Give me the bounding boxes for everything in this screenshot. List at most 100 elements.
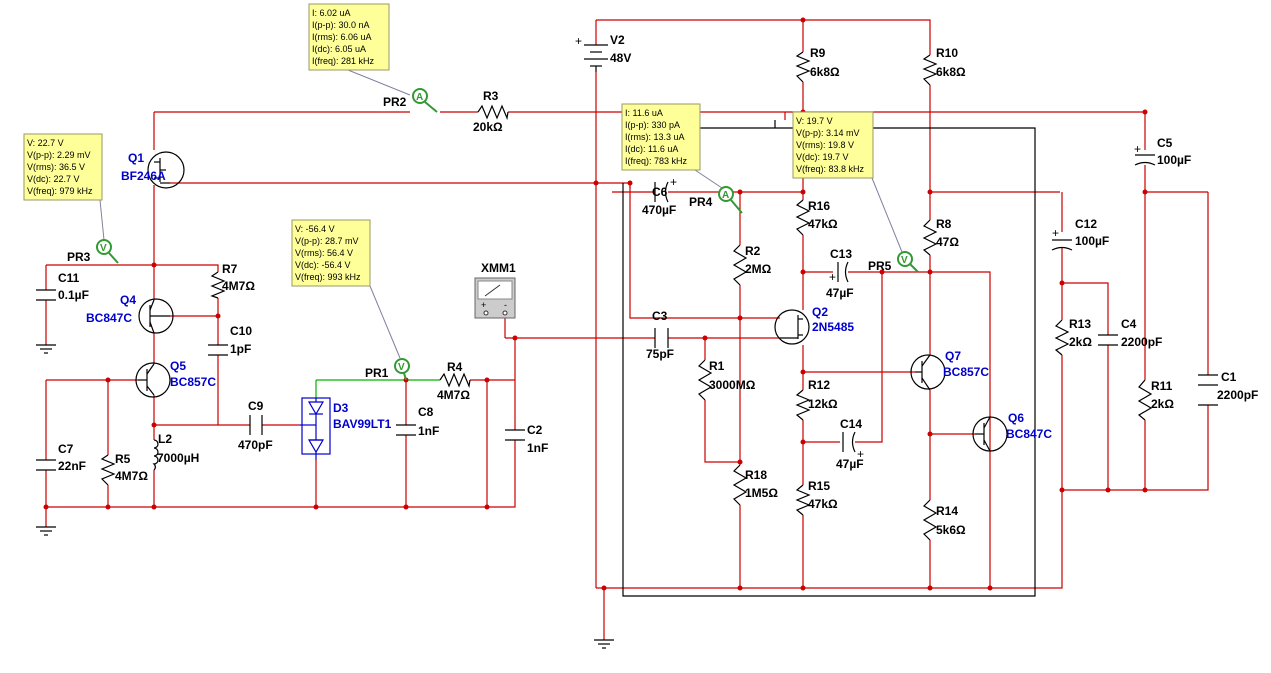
svg-text:I(dc): 6.05 uA: I(dc): 6.05 uA <box>312 44 366 54</box>
resistor-r9[interactable]: R9 6k8Ω <box>795 46 840 83</box>
svg-text:C8: C8 <box>418 405 434 419</box>
svg-text:R9: R9 <box>810 46 826 60</box>
svg-text:1nF: 1nF <box>418 424 439 438</box>
svg-text:V(freq): 979 kHz: V(freq): 979 kHz <box>27 186 93 196</box>
battery-v2[interactable]: + V2 48V <box>575 33 631 72</box>
capacitor-c7[interactable]: C7 22nF <box>36 442 86 473</box>
svg-text:47µF: 47µF <box>826 286 854 300</box>
resistor-r16[interactable]: R16 47kΩ <box>795 199 838 236</box>
svg-text:R13: R13 <box>1069 317 1091 331</box>
svg-text:4M7Ω: 4M7Ω <box>115 469 148 483</box>
svg-text:BC857C: BC857C <box>943 365 989 379</box>
capacitor-c14[interactable]: + C14 47µF <box>836 417 864 471</box>
capacitor-c4[interactable]: C4 2200pF <box>1098 317 1162 349</box>
svg-text:47Ω: 47Ω <box>936 235 959 249</box>
svg-text:5k6Ω: 5k6Ω <box>936 523 966 537</box>
capacitor-c9[interactable]: C9 470pF <box>238 399 273 452</box>
resistor-r2[interactable]: R2 2MΩ <box>732 244 772 286</box>
svg-text:2200pF: 2200pF <box>1217 388 1258 402</box>
svg-text:V(dc): 22.7 V: V(dc): 22.7 V <box>27 174 80 184</box>
resistor-r11[interactable]: R11 2kΩ <box>1137 379 1174 421</box>
svg-text:V: 22.7 V: V: 22.7 V <box>27 138 64 148</box>
inductor-l2[interactable]: L2 7000µH <box>152 432 199 471</box>
resistor-r1[interactable]: R1 3000MΩ <box>697 359 756 401</box>
svg-text:L2: L2 <box>158 432 172 446</box>
capacitor-c10[interactable]: C10 1pF <box>208 324 252 356</box>
probe-pr4[interactable]: I: 11.6 uA I(p-p): 330 pA I(rms): 13.3 u… <box>621 103 743 214</box>
svg-text:I(rms): 6.06 uA: I(rms): 6.06 uA <box>312 32 372 42</box>
svg-text:R16: R16 <box>808 199 830 213</box>
capacitor-c3[interactable]: C3 75pF <box>646 309 674 361</box>
jfet-q2[interactable]: Q2 2N5485 <box>774 305 854 345</box>
capacitor-c5[interactable]: + C5 100µF <box>1134 136 1191 167</box>
svg-text:Q7: Q7 <box>945 349 961 363</box>
probe-pr3[interactable]: V: 22.7 V V(p-p): 2.29 mV V(rms): 36.5 V… <box>23 133 119 264</box>
svg-text:I: 6.02 uA: I: 6.02 uA <box>312 8 351 18</box>
resistor-r8[interactable]: R8 47Ω <box>922 217 959 256</box>
diode-d3[interactable]: D3 BAV99LT1 <box>300 397 392 460</box>
svg-text:100µF: 100µF <box>1075 234 1109 248</box>
voltage-probe-icon: V <box>96 239 119 264</box>
svg-text:BC847C: BC847C <box>1006 427 1052 441</box>
svg-text:R5: R5 <box>115 452 131 466</box>
svg-text:PR5: PR5 <box>868 259 892 273</box>
svg-text:470µF: 470µF <box>642 203 676 217</box>
svg-text:+: + <box>1134 142 1141 156</box>
capacitor-c11[interactable]: C11 0.1µF <box>36 271 89 302</box>
resistor-r10[interactable]: R10 6k8Ω <box>922 46 966 86</box>
junctions <box>43 17 1148 591</box>
resistor-r7[interactable]: R7 4M7Ω <box>210 262 255 299</box>
svg-text:2200pF: 2200pF <box>1121 335 1162 349</box>
svg-text:R3: R3 <box>483 89 499 103</box>
capacitor-c8[interactable]: C8 1nF <box>396 405 439 438</box>
resistor-r15[interactable]: R15 47kΩ <box>795 479 838 516</box>
v2-value: 48V <box>610 51 631 65</box>
svg-text:PR1: PR1 <box>365 366 389 380</box>
ground-icon <box>36 526 56 536</box>
svg-text:Q6: Q6 <box>1008 411 1024 425</box>
resistor-r12[interactable]: R12 12kΩ <box>795 378 838 421</box>
ground-icon <box>594 639 614 649</box>
svg-text:BAV99LT1: BAV99LT1 <box>333 417 392 431</box>
svg-text:C9: C9 <box>248 399 264 413</box>
svg-text:0.1µF: 0.1µF <box>58 288 89 302</box>
svg-text:47µF: 47µF <box>836 457 864 471</box>
npn-q6[interactable]: Q6 BC847C <box>972 411 1052 452</box>
resistor-r14[interactable]: R14 5k6Ω <box>922 499 966 541</box>
capacitor-c2[interactable]: C2 1nF <box>505 423 548 455</box>
svg-text:V(p-p): 3.14 mV: V(p-p): 3.14 mV <box>796 128 860 138</box>
svg-text:2N5485: 2N5485 <box>812 320 854 334</box>
svg-text:XMM1: XMM1 <box>481 261 516 275</box>
resistor-r18[interactable]: R18 1M5Ω <box>732 464 778 506</box>
resistor-r13[interactable]: R13 2kΩ <box>1054 317 1092 356</box>
capacitor-c6[interactable]: + C6 470µF <box>642 175 677 217</box>
probe-pr2[interactable]: I: 6.02 uA I(p-p): 30.0 nA I(rms): 6.06 … <box>308 3 438 113</box>
multimeter-icon[interactable]: XMM1 + - <box>474 261 516 319</box>
svg-text:D3: D3 <box>333 401 349 415</box>
pnp-q7[interactable]: Q7 BC857C <box>910 349 989 391</box>
svg-text:V: V <box>100 243 107 254</box>
svg-text:V(freq): 83.8 kHz: V(freq): 83.8 kHz <box>796 164 865 174</box>
capacitor-c12[interactable]: + C12 100µF <box>1051 217 1109 251</box>
svg-text:A: A <box>722 190 729 201</box>
voltage-probe-icon: V <box>897 251 919 273</box>
pnp-q5[interactable]: Q5 BC857C <box>135 359 216 398</box>
resistor-r4[interactable]: R4 4M7Ω <box>437 360 471 402</box>
npn-q4[interactable]: Q4 BC847C <box>86 293 174 334</box>
probe-pr5[interactable]: V: 19.7 V V(p-p): 3.14 mV V(rms): 19.8 V… <box>792 111 919 273</box>
svg-text:C10: C10 <box>230 324 252 338</box>
svg-text:C14: C14 <box>840 417 862 431</box>
svg-text:R11: R11 <box>1151 379 1173 393</box>
capacitor-c13[interactable]: + C13 47µF <box>826 247 854 300</box>
svg-text:Q5: Q5 <box>170 359 186 373</box>
svg-text:+: + <box>857 447 864 461</box>
jfet-q1[interactable]: Q1 BF246A <box>121 151 185 189</box>
svg-text:V(p-p): 2.29 mV: V(p-p): 2.29 mV <box>27 150 91 160</box>
capacitor-c1[interactable]: C1 2200pF <box>1198 370 1258 406</box>
resistor-r5[interactable]: R5 4M7Ω <box>100 452 148 486</box>
svg-text:V: -56.4 V: V: -56.4 V <box>295 224 335 234</box>
probe-pr1[interactable]: V: -56.4 V V(p-p): 28.7 mV V(rms): 56.4 … <box>291 219 410 381</box>
resistor-r3[interactable]: R3 20kΩ <box>473 89 509 134</box>
svg-text:C1: C1 <box>1221 370 1237 384</box>
